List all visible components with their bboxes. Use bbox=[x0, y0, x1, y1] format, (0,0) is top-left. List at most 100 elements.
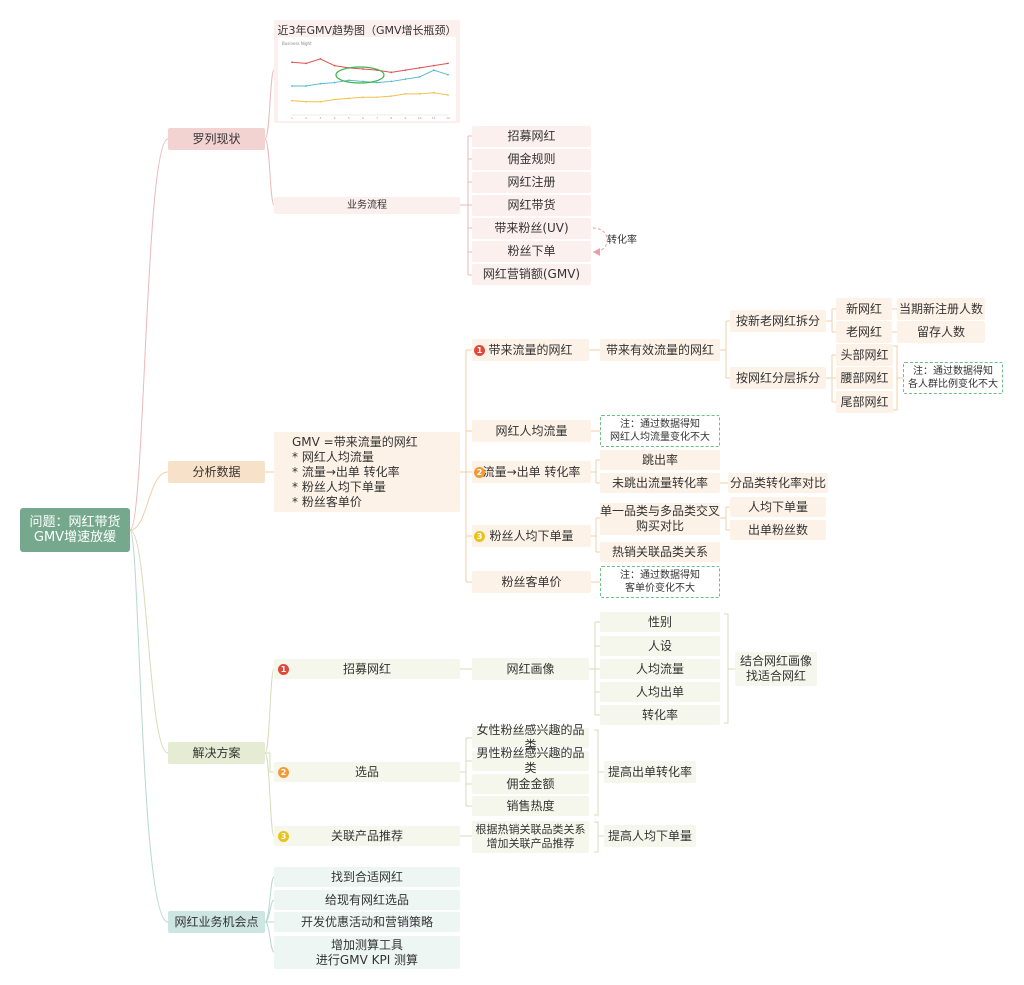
solution-related-products[interactable]: 关联产品推荐 bbox=[274, 826, 460, 846]
no-bounce-conversion[interactable]: 未跳出流量转化率 bbox=[600, 473, 720, 493]
series-2-point bbox=[333, 81, 336, 84]
x-tick-label: 7 bbox=[376, 116, 378, 120]
selection-female-interest[interactable]: 女性粉丝感兴趣的品类 bbox=[472, 723, 589, 752]
branch-data-analysis[interactable]: 分析数据 bbox=[168, 461, 265, 483]
traffic-order-conversion[interactable]: 流量→出单 转化率 bbox=[472, 461, 591, 483]
opportunity-kpi-tool[interactable]: 增加测算工具 进行GMV KPI 测算 bbox=[274, 936, 460, 969]
fan-average-order-value[interactable]: 粉丝客单价 bbox=[472, 571, 591, 593]
root-topic[interactable]: 问题：网红带货 GMV增速放缓 bbox=[20, 508, 130, 552]
x-tick-label: 10 bbox=[418, 116, 422, 120]
profile-result[interactable]: 结合网红画像 找适合网红 bbox=[735, 652, 817, 686]
selection-result[interactable]: 提高出单转化率 bbox=[604, 761, 696, 783]
tier-tail[interactable]: 尾部网红 bbox=[836, 391, 893, 413]
new-influencer[interactable]: 新网红 bbox=[836, 298, 892, 320]
attr-conversion[interactable]: 转化率 bbox=[600, 705, 720, 725]
new-registrations[interactable]: 当期新注册人数 bbox=[897, 298, 985, 320]
selection-sales-heat[interactable]: 销售热度 bbox=[472, 796, 589, 816]
step-fan-traffic[interactable]: 带来粉丝(UV) bbox=[472, 218, 591, 239]
series-3-point bbox=[319, 100, 322, 103]
branch-business-opportunities[interactable]: 网红业务机会点 bbox=[168, 911, 265, 933]
series-3-point bbox=[390, 95, 393, 97]
category-conversion-compare[interactable]: 分品类转化率对比 bbox=[728, 473, 828, 493]
priority-3-icon: 3 bbox=[278, 831, 289, 842]
series-line-2 bbox=[292, 69, 449, 87]
branch-solutions[interactable]: 解决方案 bbox=[168, 742, 265, 764]
series-1-point bbox=[291, 61, 293, 64]
orders-per-person[interactable]: 人均下单量 bbox=[730, 497, 826, 517]
chart-caption: Business Night bbox=[282, 41, 312, 46]
series-3-point bbox=[447, 94, 449, 96]
retention-count[interactable]: 留存人数 bbox=[897, 321, 985, 343]
series-2-point bbox=[305, 85, 308, 87]
step-registration[interactable]: 网红注册 bbox=[472, 172, 591, 193]
x-tick-label: 8 bbox=[390, 116, 392, 120]
tier-mid[interactable]: 腰部网红 bbox=[836, 367, 893, 389]
step-commission-rules[interactable]: 佣金规则 bbox=[472, 149, 591, 170]
split-tier[interactable]: 按网红分层拆分 bbox=[730, 367, 826, 389]
related-result[interactable]: 提高人均下单量 bbox=[604, 825, 696, 847]
x-tick-label: 11 bbox=[432, 116, 436, 120]
solution-recruit[interactable]: 招募网红 bbox=[274, 659, 460, 679]
split-new-old[interactable]: 按新老网红拆分 bbox=[730, 310, 826, 332]
series-2-point bbox=[418, 76, 421, 78]
attr-avg-orders[interactable]: 人均出单 bbox=[600, 682, 720, 702]
series-line-3 bbox=[291, 92, 449, 103]
step-recruit[interactable]: 招募网红 bbox=[472, 126, 591, 147]
series-2-point bbox=[347, 79, 350, 82]
series-1-point bbox=[390, 71, 393, 74]
effective-traffic-influencer[interactable]: 带来有效流量的网红 bbox=[600, 339, 720, 361]
series-1-point bbox=[418, 67, 421, 69]
orders-per-fan[interactable]: 粉丝人均下单量 bbox=[472, 525, 591, 547]
note-avg-traffic[interactable]: 注：通过数据得知 网红人均流量变化不大 bbox=[600, 415, 720, 447]
x-tick-label: 9 bbox=[404, 116, 406, 120]
influencer-profile[interactable]: 网红画像 bbox=[472, 658, 589, 680]
step-fan-order[interactable]: 粉丝下单 bbox=[472, 241, 591, 262]
tier-head[interactable]: 头部网红 bbox=[836, 344, 893, 366]
attr-persona[interactable]: 人设 bbox=[600, 636, 720, 656]
solution-selection[interactable]: 选品 bbox=[274, 762, 460, 782]
single-vs-multi-category[interactable]: 单一品类与多品类交叉 购买对比 bbox=[600, 503, 721, 535]
selection-commission[interactable]: 佣金金额 bbox=[472, 774, 589, 794]
old-influencer[interactable]: 老网红 bbox=[836, 321, 892, 343]
note-aov[interactable]: 注：通过数据得知 客单价变化不大 bbox=[600, 566, 720, 598]
series-3-point bbox=[333, 98, 336, 101]
series-line-1 bbox=[291, 58, 449, 73]
step-gmv[interactable]: 网红营销额(GMV) bbox=[472, 264, 591, 285]
series-3-point bbox=[347, 97, 350, 100]
avg-traffic-per-influencer[interactable]: 网红人均流量 bbox=[472, 420, 591, 442]
opportunity-promotions[interactable]: 开发优惠活动和营销策略 bbox=[274, 912, 460, 932]
x-tick-label: 3 bbox=[319, 116, 321, 120]
bounce-rate[interactable]: 跳出率 bbox=[600, 450, 720, 470]
attr-gender[interactable]: 性别 bbox=[600, 612, 720, 632]
series-3-point bbox=[362, 96, 364, 99]
gmv-trend-title: 近3年GMV趋势图（GMV增长瓶颈） bbox=[277, 24, 457, 37]
series-3-point bbox=[291, 99, 293, 102]
series-2-point bbox=[390, 80, 393, 83]
opportunity-product-selection[interactable]: 给现有网红选品 bbox=[274, 890, 460, 910]
hot-related-categories[interactable]: 热销关联品类关系 bbox=[600, 542, 720, 562]
business-process-label[interactable]: 业务流程 bbox=[274, 197, 460, 214]
series-2-point bbox=[447, 73, 449, 76]
branch-current-status[interactable]: 罗列现状 bbox=[168, 128, 265, 150]
note-tier-ratio[interactable]: 注：通过数据得知 各人群比例变化不大 bbox=[903, 362, 1003, 394]
attr-avg-traffic[interactable]: 人均流量 bbox=[600, 659, 720, 679]
priority-2-icon: 2 bbox=[278, 767, 289, 778]
bottleneck-highlight bbox=[335, 66, 385, 84]
related-item[interactable]: 根据热销关联品类关系 增加关联产品推荐 bbox=[472, 821, 589, 853]
selection-male-interest[interactable]: 男性粉丝感兴趣的品类 bbox=[472, 746, 589, 775]
series-1-point bbox=[447, 62, 449, 65]
conversion-rate-label: 转化率 bbox=[607, 234, 637, 246]
series-3-point bbox=[404, 92, 407, 95]
series-2-point bbox=[362, 80, 364, 83]
traffic-influencer[interactable]: 带来流量的网红 bbox=[472, 339, 589, 361]
gmv-formula[interactable]: GMV =带来流量的网红 * 网红人均流量 * 流量→出单 转化率 * 粉丝人均… bbox=[274, 432, 460, 512]
series-1-point bbox=[305, 62, 308, 65]
step-live-selling[interactable]: 网红带货 bbox=[472, 195, 591, 216]
series-3-point bbox=[305, 100, 308, 103]
series-1-point bbox=[319, 57, 322, 60]
opportunity-find-influencer[interactable]: 找到合适网红 bbox=[274, 867, 460, 887]
ordering-fan-count[interactable]: 出单粉丝数 bbox=[730, 520, 826, 540]
